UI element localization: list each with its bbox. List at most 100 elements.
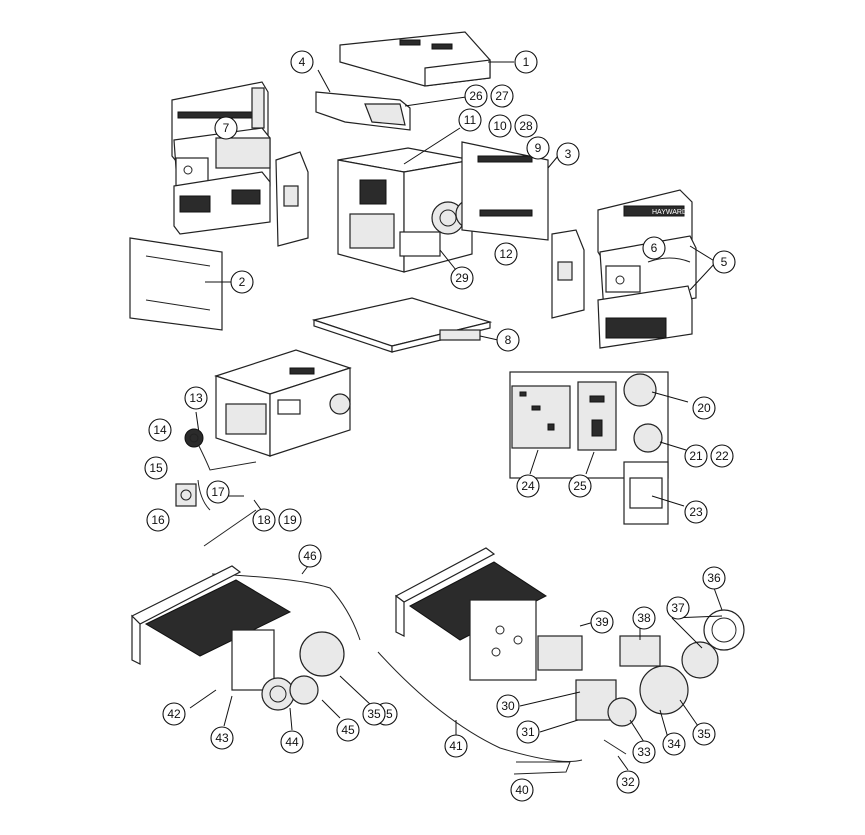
part-heat-exchanger-left [130,565,373,731]
callout-7: 7 [214,116,238,140]
callout-circle [230,270,254,294]
callout-circle [494,242,518,266]
callout-11: 11 [458,108,482,132]
part-base-pan [311,297,499,353]
callout-circle [464,84,488,108]
callout-5: 5 [712,250,736,274]
callout-number: 33 [637,745,651,759]
callout-number: 40 [515,783,529,797]
callout-circle [642,236,666,260]
callout-32: 32 [616,770,640,794]
callout-43: 43 [210,726,234,750]
callout-circle [444,734,468,758]
callout-22: 22 [710,444,734,468]
callout-circle [568,474,592,498]
callout-circle [148,418,172,442]
callout-25: 25 [568,474,592,498]
callout-14: 14 [148,418,172,442]
callout-number: 35 [367,707,381,721]
callout-circle [684,500,708,524]
callout-number: 8 [505,333,512,347]
callout-46: 46 [298,544,322,568]
callout-circle [556,142,580,166]
callout-number: 3 [565,147,572,161]
callout-number: 21 [689,449,703,463]
callout-number: 20 [697,401,711,415]
callout-35b: 35 [362,702,386,726]
callout-number: 43 [215,731,229,745]
callout-45: 45 [336,718,360,742]
callout-30: 30 [496,694,520,718]
callout-9: 9 [526,136,550,160]
callout-number: 45 [341,723,355,737]
callout-number: 26 [469,89,483,103]
callout-circle [516,474,540,498]
callout-circle [692,722,716,746]
callout-number: 12 [499,247,513,261]
callout-34: 34 [662,732,686,756]
callout-2: 2 [230,270,254,294]
callout-circle [666,596,690,620]
callout-1: 1 [514,50,538,74]
callout-circle [490,84,514,108]
callout-circle [496,694,520,718]
callout-28: 28 [514,114,538,138]
callout-number: 38 [637,611,651,625]
callout-3: 3 [556,142,580,166]
callout-number: 18 [257,513,271,527]
callout-circle [710,444,734,468]
part-top-cover [339,31,514,87]
callout-27: 27 [490,84,514,108]
callout-number: 4 [299,55,306,69]
part-rear-panel [461,141,559,241]
callout-circle [632,606,656,630]
callout-20: 20 [692,396,716,420]
callout-37: 37 [666,596,690,620]
callout-circle [616,770,640,794]
callout-17: 17 [206,480,230,504]
callout-number: 44 [285,735,299,749]
callout-circle [510,778,534,802]
callout-number: 37 [671,601,685,615]
callout-circle [184,386,208,410]
part-vent-cover [315,69,467,131]
callout-number: 17 [211,485,225,499]
callout-circle [298,544,322,568]
callout-number: 2 [239,275,246,289]
callout-circle [162,702,186,726]
brand-logo: HAYWARD [652,209,687,216]
callout-number: 25 [573,479,587,493]
callout-number: 23 [689,505,703,519]
callout-35c: 35 [692,722,716,746]
callout-number: 10 [493,119,507,133]
callout-number: 42 [167,707,181,721]
callout-number: 30 [501,699,515,713]
part-heat-exchanger-right [394,547,547,681]
callout-circle [692,396,716,420]
callout-number: 46 [303,549,317,563]
part-right-bracket [551,229,585,319]
callout-21: 21 [684,444,708,468]
callout-number: 14 [153,423,167,437]
callout-number: 35 [697,727,711,741]
callout-4: 4 [290,50,314,74]
callout-10: 10 [488,114,512,138]
callout-circle [252,508,276,532]
callout-number: 29 [455,271,469,285]
callout-number: 6 [651,241,658,255]
part-igniter [184,428,204,448]
callout-circle [702,566,726,590]
callout-circle [290,50,314,74]
callout-circle [458,108,482,132]
callout-circle [280,730,304,754]
callout-number: 1 [523,55,530,69]
callout-circle [526,136,550,160]
callout-number: 16 [151,513,165,527]
callout-number: 7 [223,121,230,135]
callout-number: 19 [283,513,297,527]
callout-8: 8 [496,328,520,352]
part-left-front-bottom [173,171,271,235]
callout-circle [514,50,538,74]
callout-circle [712,250,736,274]
